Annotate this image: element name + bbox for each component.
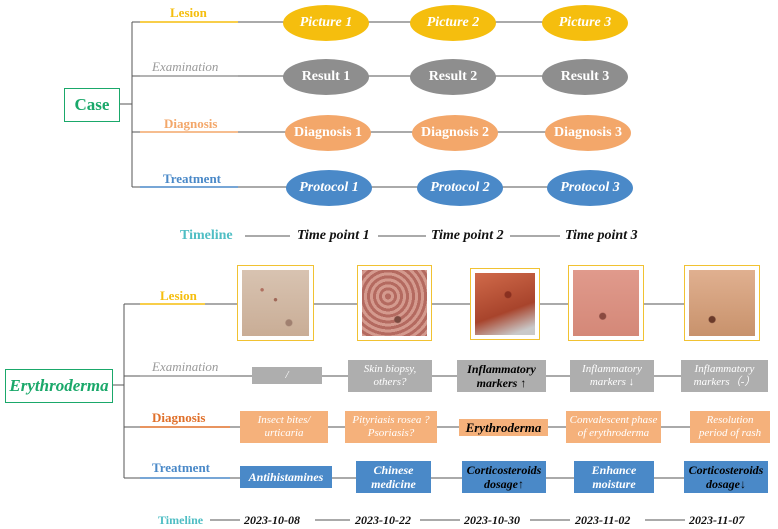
treatment-box-2: Chinese medicine bbox=[356, 461, 431, 493]
diagnosis-node-3: Diagnosis 3 bbox=[545, 115, 631, 151]
top-diagnosis-label: Diagnosis bbox=[164, 116, 218, 131]
bottom-timeline-label: Timeline bbox=[158, 513, 204, 527]
bottom-diagnosis-label: Diagnosis bbox=[152, 410, 206, 425]
time-point-2: Time point 2 bbox=[431, 228, 504, 243]
exam-box-3: Inflammatory markers ↑ bbox=[457, 360, 546, 392]
diagnosis-box-2: Pityriasis rosea ? Psoriasis? bbox=[345, 411, 437, 443]
top-lesion-label: Lesion bbox=[170, 5, 207, 20]
exam-box-5: Inflammatory markers（-） bbox=[681, 360, 768, 392]
erythroderma-root-label: Erythroderma bbox=[9, 376, 109, 395]
diagnosis-box-1: Insect bites/ urticaria bbox=[240, 411, 328, 443]
lesion-photo-3 bbox=[470, 268, 540, 340]
diagnosis-node-2: Diagnosis 2 bbox=[412, 115, 498, 151]
protocol-node-1: Protocol 1 bbox=[286, 170, 372, 206]
diagnosis-node-1: Diagnosis 1 bbox=[285, 115, 371, 151]
result-node-3: Result 3 bbox=[542, 59, 628, 95]
protocol-node-3: Protocol 3 bbox=[547, 170, 633, 206]
timeline-date-4: 2023-11-02 bbox=[575, 513, 631, 527]
lesion-photo-4 bbox=[568, 265, 644, 341]
treatment-box-1: Antihistamines bbox=[240, 466, 332, 488]
exam-box-4: Inflammatory markers ↓ bbox=[570, 360, 654, 392]
timeline-date-5: 2023-11-07 bbox=[689, 513, 745, 527]
timeline-date-2: 2023-10-22 bbox=[355, 513, 411, 527]
treatment-box-4: Enhance moisture bbox=[574, 461, 654, 493]
timeline-date-1: 2023-10-08 bbox=[244, 513, 300, 527]
top-examination-label: Examination bbox=[152, 59, 219, 74]
time-point-3: Time point 3 bbox=[565, 228, 638, 243]
bottom-treatment-label: Treatment bbox=[152, 460, 210, 475]
timeline-date-3: 2023-10-30 bbox=[464, 513, 520, 527]
result-node-2: Result 2 bbox=[410, 59, 496, 95]
case-root-node: Case bbox=[64, 88, 120, 122]
treatment-box-5: Corticosteroids dosage↓ bbox=[684, 461, 768, 493]
diagnosis-box-3: Erythroderma bbox=[459, 419, 548, 436]
exam-box-1: / bbox=[252, 367, 322, 384]
diagnosis-box-5: Resolution period of rash bbox=[690, 411, 770, 443]
case-root-label: Case bbox=[74, 95, 110, 114]
picture-node-1: Picture 1 bbox=[283, 5, 369, 41]
treatment-box-3: Corticosteroids dosage↑ bbox=[462, 461, 546, 493]
top-treatment-label: Treatment bbox=[163, 171, 221, 186]
top-timeline-label: Timeline bbox=[180, 228, 233, 243]
lesion-photo-2 bbox=[357, 265, 432, 341]
diagnosis-box-4: Convalescent phase of erythroderma bbox=[566, 411, 661, 443]
time-point-1: Time point 1 bbox=[297, 228, 370, 243]
exam-box-2: Skin biopsy, others? bbox=[348, 360, 432, 392]
bottom-examination-label: Examination bbox=[152, 359, 219, 374]
lesion-photo-5 bbox=[684, 265, 760, 341]
result-node-1: Result 1 bbox=[283, 59, 369, 95]
protocol-node-2: Protocol 2 bbox=[417, 170, 503, 206]
picture-node-3: Picture 3 bbox=[542, 5, 628, 41]
bottom-lesion-label: Lesion bbox=[160, 288, 197, 303]
picture-node-2: Picture 2 bbox=[410, 5, 496, 41]
erythroderma-root-node: Erythroderma bbox=[5, 369, 113, 403]
lesion-photo-1 bbox=[237, 265, 314, 341]
